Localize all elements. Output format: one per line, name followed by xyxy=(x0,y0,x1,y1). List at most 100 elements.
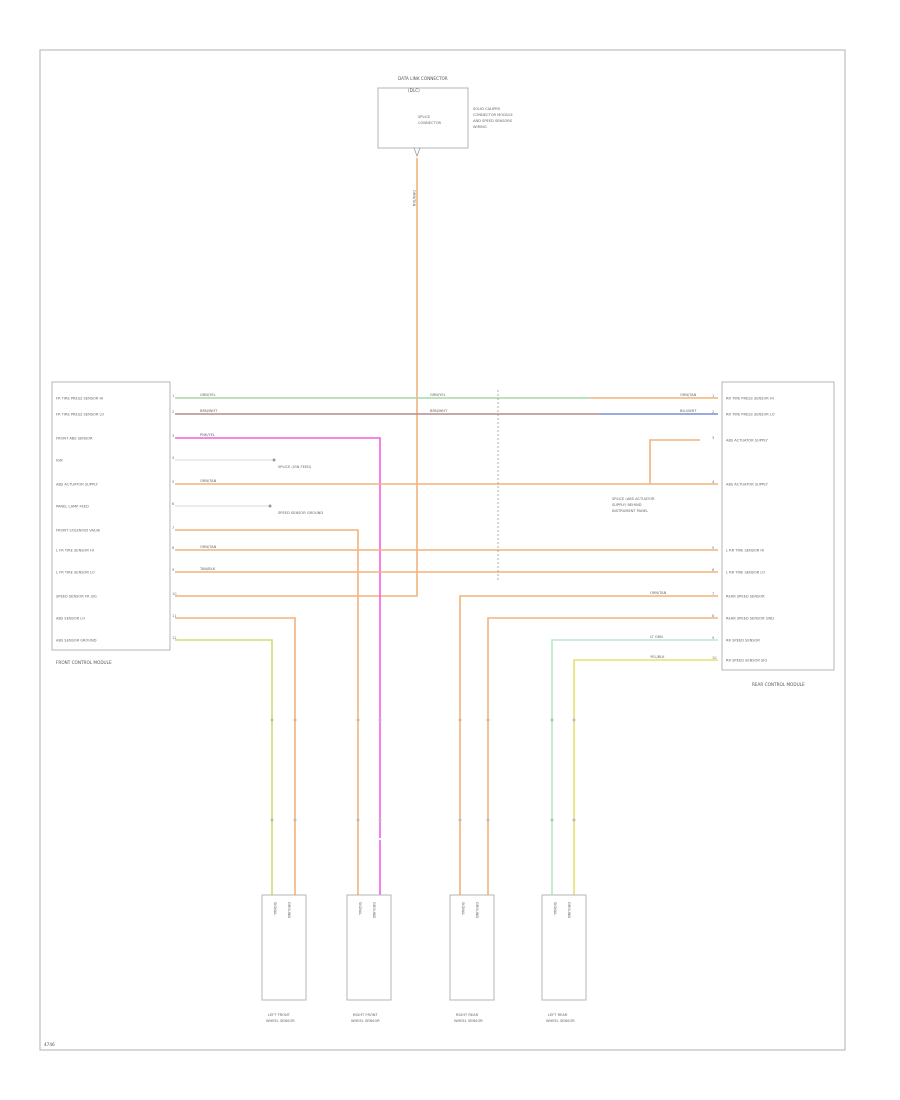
front-module-pin-number: 3 xyxy=(172,434,174,438)
svg-text:SUPPLY) BEHIND: SUPPLY) BEHIND xyxy=(612,503,642,507)
sensor-name: RIGHT FRONT xyxy=(353,1013,378,1017)
rear-module-pin-number: 10 xyxy=(712,656,717,660)
svg-text:REAR CONTROL MODULE: REAR CONTROL MODULE xyxy=(752,682,805,687)
wire-code-labels: GRN/YEL BRN/WHT PNK/YEL ORN/TAN ORN/TAN … xyxy=(199,393,697,659)
connector-pin xyxy=(572,718,576,722)
top-connector: DATA LINK CONNECTOR (DLC) SPLICE CONNECT… xyxy=(377,76,513,158)
sensor-name: RIGHT REAR xyxy=(456,1013,479,1017)
svg-text:FRONT CONTROL MODULE: FRONT CONTROL MODULE xyxy=(56,660,112,665)
connector-pin xyxy=(572,818,576,822)
front-module-pin-number: 1 xyxy=(172,394,174,398)
svg-text:CONNECTOR: CONNECTOR xyxy=(418,121,442,125)
svg-text:ORN/TAN: ORN/TAN xyxy=(412,190,416,207)
sensor-pin-label: SIGNAL xyxy=(461,902,465,915)
connector-pin xyxy=(270,818,274,822)
connector-pin xyxy=(550,818,554,822)
rear-module-pin-number: 2 xyxy=(712,410,714,414)
bus-wires xyxy=(175,390,718,840)
rear-module-pin-label: ABS ACTUATOR SUPPLY xyxy=(726,439,769,443)
connector-pin xyxy=(293,818,297,822)
front-module-pin-number: 5 xyxy=(172,480,174,484)
svg-text:TAN/BLK: TAN/BLK xyxy=(199,567,216,571)
connector-pin xyxy=(293,718,297,722)
connector-pin xyxy=(458,818,462,822)
connector-pin xyxy=(270,718,274,722)
rear-module-pin-label: RR TIRE PRESS SENSOR LO xyxy=(726,413,775,417)
svg-text:SPLICE: SPLICE xyxy=(418,115,431,119)
sensor-box xyxy=(449,894,495,1001)
front-module-pin-number: 8 xyxy=(172,546,175,550)
svg-text:BRN/WHT: BRN/WHT xyxy=(200,409,218,413)
front-module-pin-label: PANEL LAMP FEED xyxy=(56,505,89,509)
sensor-pin-label: SIGNAL xyxy=(358,902,362,915)
rear-splice-note: SPLICE (ABS ACTUATOR SUPPLY) BEHIND INST… xyxy=(612,497,655,513)
front-module-pin-number: 10 xyxy=(172,592,177,596)
rear-module-pin-label: REAR SPEED SENSOR GND xyxy=(726,617,774,621)
sensor-pin-label: SIGNAL xyxy=(553,902,557,915)
connector-pin xyxy=(486,718,490,722)
rear-module-pin-label: RR SPEED SENSOR xyxy=(726,639,760,643)
rear-module-pin-label: L RR TIRE SENSOR HI xyxy=(726,549,764,553)
sensor-box xyxy=(261,894,307,1001)
svg-text:SOLID CALIPER: SOLID CALIPER xyxy=(473,107,501,111)
front-module-pin-label: ABS SENSOR GROUND xyxy=(56,639,97,643)
svg-text:BLU/WHT: BLU/WHT xyxy=(680,409,697,413)
front-module-pin-number: 4 xyxy=(172,456,175,460)
front-module-pin-label: FR TIRE PRESS SENSOR LO xyxy=(56,413,104,417)
svg-text:WIRING: WIRING xyxy=(473,125,487,129)
rear-module-pin-number: 1 xyxy=(712,394,714,398)
rear-module-pin-label: RR SPEED SENSOR SIG xyxy=(726,659,767,663)
diagram-border xyxy=(39,49,846,1051)
front-module-pin-label: FR TIRE PRESS SENSOR HI xyxy=(56,397,103,401)
svg-text:ORN/TAN: ORN/TAN xyxy=(650,591,667,595)
front-module-pin-number: 11 xyxy=(172,614,177,618)
svg-text:DATA LINK CONNECTOR: DATA LINK CONNECTOR xyxy=(398,76,448,81)
svg-text:GRN/YEL: GRN/YEL xyxy=(430,393,446,397)
rear-module-pin-label: REAR SPEED SENSOR xyxy=(726,595,765,599)
svg-text:ORN/TAN: ORN/TAN xyxy=(200,479,217,483)
rear-control-module: REAR CONTROL MODULE xyxy=(721,381,835,687)
svg-text:CONNECTOR MODULE: CONNECTOR MODULE xyxy=(473,113,513,117)
rear-module-pin-label: L RR TIRE SENSOR LO xyxy=(726,571,765,575)
front-module-side-notes: SPLICE (IGN FEED) SPEED SENSOR GROUND xyxy=(175,458,323,515)
wire-dlc-feed xyxy=(175,158,418,597)
front-module-pin-label: FRONT ABS SENSOR xyxy=(56,437,93,441)
front-module-pin-label: L FR TIRE SENSOR HI xyxy=(56,549,94,553)
svg-text:INSTRUMENT PANEL: INSTRUMENT PANEL xyxy=(612,509,648,513)
svg-text:SPEED SENSOR GROUND: SPEED SENSOR GROUND xyxy=(278,511,323,515)
sensor-pin-label: SIGNAL xyxy=(273,902,277,915)
connector-pin xyxy=(486,818,490,822)
connector-pin xyxy=(356,718,360,722)
rear-module-pin-label: RR TIRE PRESS SENSOR HI xyxy=(726,397,774,401)
sensor-sub: WHEEL SENSOR xyxy=(546,1019,575,1023)
svg-text:ORN/TAN: ORN/TAN xyxy=(680,393,697,397)
rear-module-pin-number: 3 xyxy=(712,436,714,440)
sensor-name: LEFT FRONT xyxy=(268,1013,291,1017)
front-module-pin-label: IGN xyxy=(56,459,63,463)
front-module-pin-number: 6 xyxy=(172,502,175,506)
sensor-box xyxy=(346,894,392,1001)
svg-text:ORN/TAN: ORN/TAN xyxy=(200,545,217,549)
rear-module-pin-number: 8 xyxy=(712,614,715,618)
svg-text:SPLICE (IGN FEED): SPLICE (IGN FEED) xyxy=(278,465,312,469)
rear-module-pin-number: 7 xyxy=(712,592,714,596)
svg-text:SPLICE (ABS ACTUATOR: SPLICE (ABS ACTUATOR xyxy=(612,497,655,501)
rear-module-pin-number: 5 xyxy=(712,546,714,550)
connector-pin xyxy=(458,718,462,722)
front-module-pin-label: SPEED SENSOR FR SIG xyxy=(56,595,97,599)
svg-text:AND SPEED SENSORS: AND SPEED SENSORS xyxy=(473,119,513,123)
sensor-sub: WHEEL SENSOR xyxy=(266,1019,295,1023)
sensor-box xyxy=(541,894,587,1001)
front-module-pin-number: 2 xyxy=(172,410,174,414)
rear-module-pin-number: 9 xyxy=(712,636,715,640)
front-module-pin-number: 9 xyxy=(172,568,175,572)
svg-text:(DLC): (DLC) xyxy=(408,88,420,93)
svg-text:PNK/YEL: PNK/YEL xyxy=(200,433,215,437)
page-label: 4746 xyxy=(44,1042,55,1047)
connector-pin xyxy=(356,818,360,822)
